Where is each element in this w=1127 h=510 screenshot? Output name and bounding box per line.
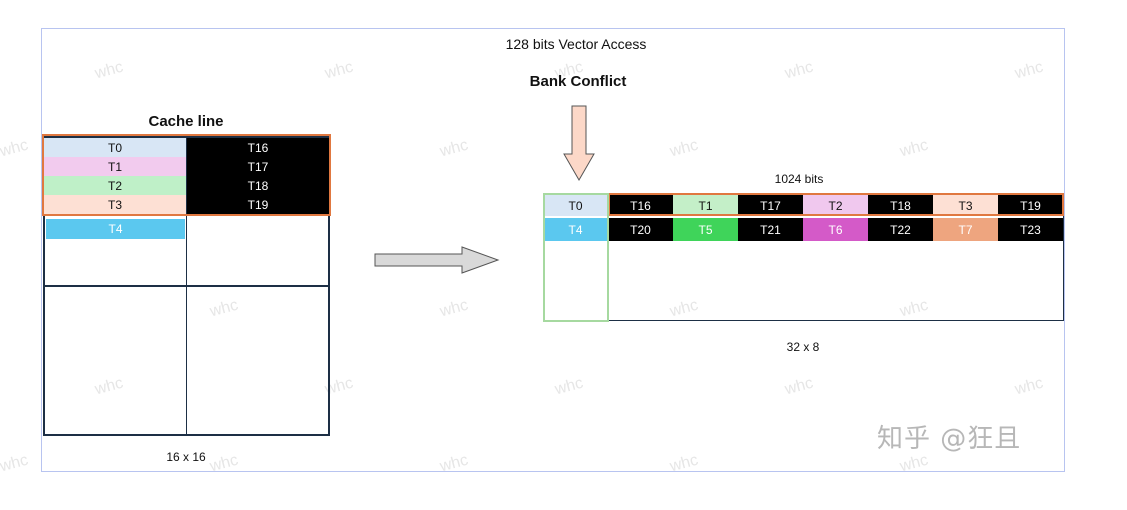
bank-column-highlight	[543, 193, 609, 322]
bank-cell: T7	[933, 218, 998, 241]
bank-cell: T23	[998, 218, 1063, 241]
cache-cell: T17	[187, 157, 329, 176]
right-grid-caption: 32 x 8	[786, 340, 820, 354]
cache-cell: T16	[187, 138, 329, 157]
bank-cell: T5	[673, 218, 738, 241]
cache-cell: T2	[44, 176, 186, 195]
left-grid-caption: 16 x 16	[166, 450, 206, 464]
bank-cell: T18	[868, 195, 933, 216]
bank-cell: T1	[673, 195, 738, 216]
cache-line-highlight	[42, 134, 331, 216]
cache-cell: T18	[187, 176, 329, 195]
bank-cell: T16	[608, 195, 673, 216]
cache-cell: T4	[46, 219, 185, 239]
bank-cell: T19	[998, 195, 1063, 216]
cache-cell: T0	[44, 138, 186, 157]
watermark-text: whc	[0, 451, 31, 476]
diagram-frame	[41, 28, 1065, 472]
cache-cell: T1	[44, 157, 186, 176]
bank-conflict-label: Bank Conflict	[529, 73, 627, 90]
bank-cell: T21	[738, 218, 803, 241]
bank-cell: T0	[543, 195, 608, 216]
bank-cell: T3	[933, 195, 998, 216]
bank-cell: T22	[868, 218, 933, 241]
bank-cell: T6	[803, 218, 868, 241]
watermark-text: whc	[0, 136, 31, 161]
bits-label: 1024 bits	[774, 172, 824, 186]
bank-cell: T4	[543, 218, 608, 241]
cache-cell: T19	[187, 195, 329, 214]
diagram-title: 128 bits Vector Access	[505, 36, 647, 52]
bank-cell: T2	[803, 195, 868, 216]
row-highlight	[608, 193, 1064, 216]
cache-line-heading: Cache line	[148, 113, 224, 130]
cache-grid-hline	[43, 285, 330, 287]
bank-cell: T20	[608, 218, 673, 241]
signature-text: 知乎 @狂且	[877, 424, 1022, 454]
cache-cell: T3	[44, 195, 186, 214]
right-arrow-icon	[374, 246, 500, 274]
down-arrow-icon	[563, 105, 595, 182]
bank-cell: T17	[738, 195, 803, 216]
